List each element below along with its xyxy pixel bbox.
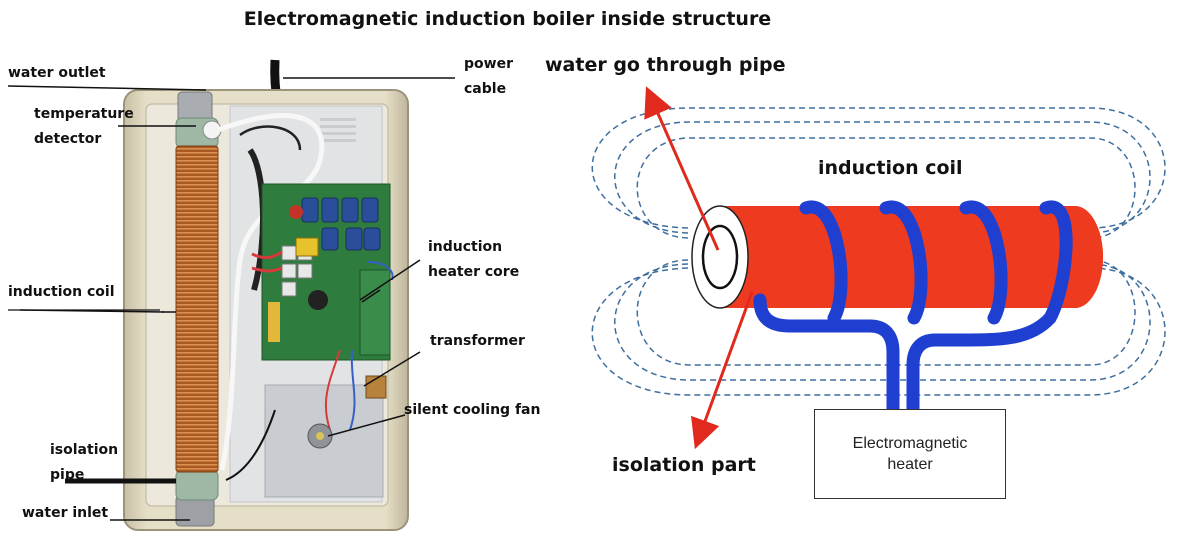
- heater-label-line2: heater: [887, 456, 933, 473]
- label-induction-heater-core-line1: induction: [428, 239, 503, 255]
- label-induction-coil-diagram: induction coil: [818, 157, 963, 179]
- label-isolation-pipe-line2: pipe: [50, 467, 85, 483]
- label-induction-heater-core-line2: heater core: [428, 264, 520, 280]
- boiler-photo: [7, 59, 455, 531]
- label-temperature-detector-line1: temperature: [34, 106, 134, 122]
- figure-title: Electromagnetic induction boiler inside …: [243, 8, 772, 30]
- heater-label-line1: Electromagnetic: [852, 435, 968, 452]
- label-water-inlet: water inlet: [22, 505, 109, 521]
- label-transformer: transformer: [430, 333, 525, 349]
- copper-coil: [175, 145, 219, 473]
- label-silent-cooling-fan: silent cooling fan: [404, 402, 541, 418]
- pipe-bore: [701, 224, 739, 290]
- label-power-cable-line2: cable: [464, 81, 507, 97]
- label-temperature-detector-line2: detector: [34, 131, 102, 147]
- capacitors: [301, 197, 381, 251]
- magnetic-field-lines: [591, 107, 1166, 396]
- electromagnetic-heater-box: Electromagnetic heater: [814, 409, 1006, 499]
- label-induction-coil-photo: induction coil: [8, 284, 115, 300]
- isolation-pipe-section: [175, 469, 219, 501]
- induction-diagram: [591, 86, 1166, 450]
- label-isolation-pipe-line1: isolation: [50, 442, 119, 458]
- isolation-arrow: [691, 291, 754, 450]
- vent-slots: [320, 118, 356, 142]
- blue-coil: [753, 200, 1073, 417]
- label-isolation-part: isolation part: [612, 454, 756, 476]
- label-water-outlet: water outlet: [8, 65, 106, 81]
- label-power-cable-line1: power: [464, 56, 513, 72]
- label-water-go-through-pipe: water go through pipe: [545, 54, 786, 76]
- water-arrow: [644, 86, 720, 251]
